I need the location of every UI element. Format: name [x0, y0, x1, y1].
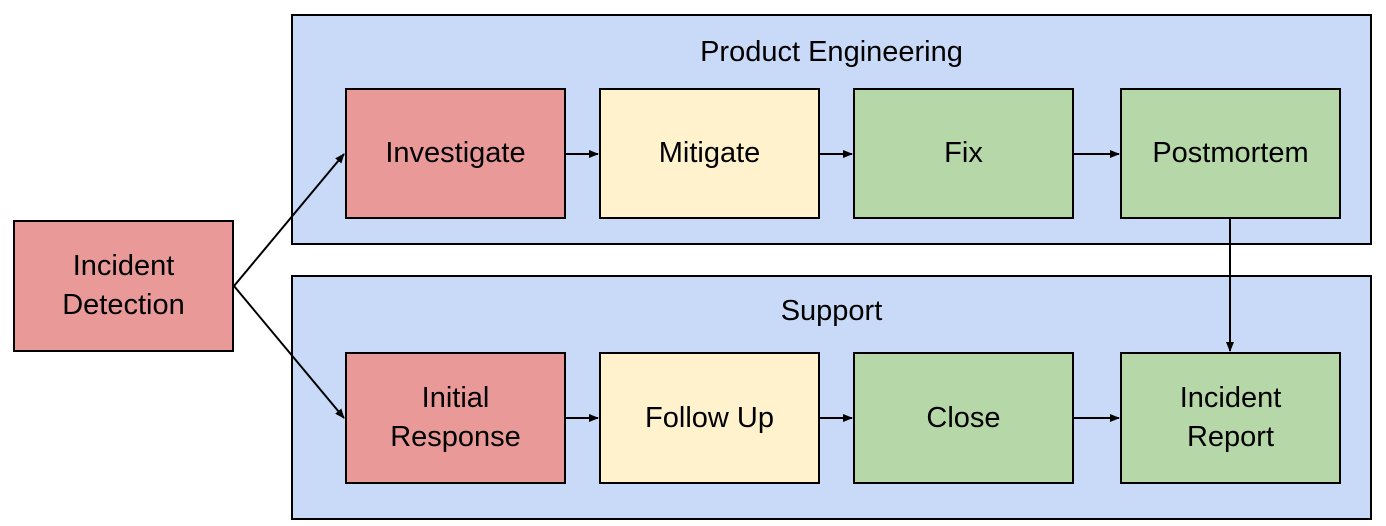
lane-title-product-engineering: Product Engineering: [700, 36, 963, 68]
node-incident-report: Incident Report: [1120, 352, 1341, 484]
lane-title-support: Support: [780, 295, 883, 327]
arrow-detection-to-initial-response: [233, 285, 345, 419]
node-mitigate: Mitigate: [599, 88, 820, 219]
node-follow-up: Follow Up: [599, 352, 820, 484]
node-initial-response: Initial Response: [345, 352, 566, 484]
node-investigate: Investigate: [345, 88, 566, 219]
node-close: Close: [853, 352, 1074, 484]
node-incident-detection: Incident Detection: [13, 220, 234, 352]
node-fix: Fix: [853, 88, 1074, 219]
node-postmortem: Postmortem: [1120, 88, 1341, 219]
arrow-detection-to-investigate: [233, 153, 345, 287]
